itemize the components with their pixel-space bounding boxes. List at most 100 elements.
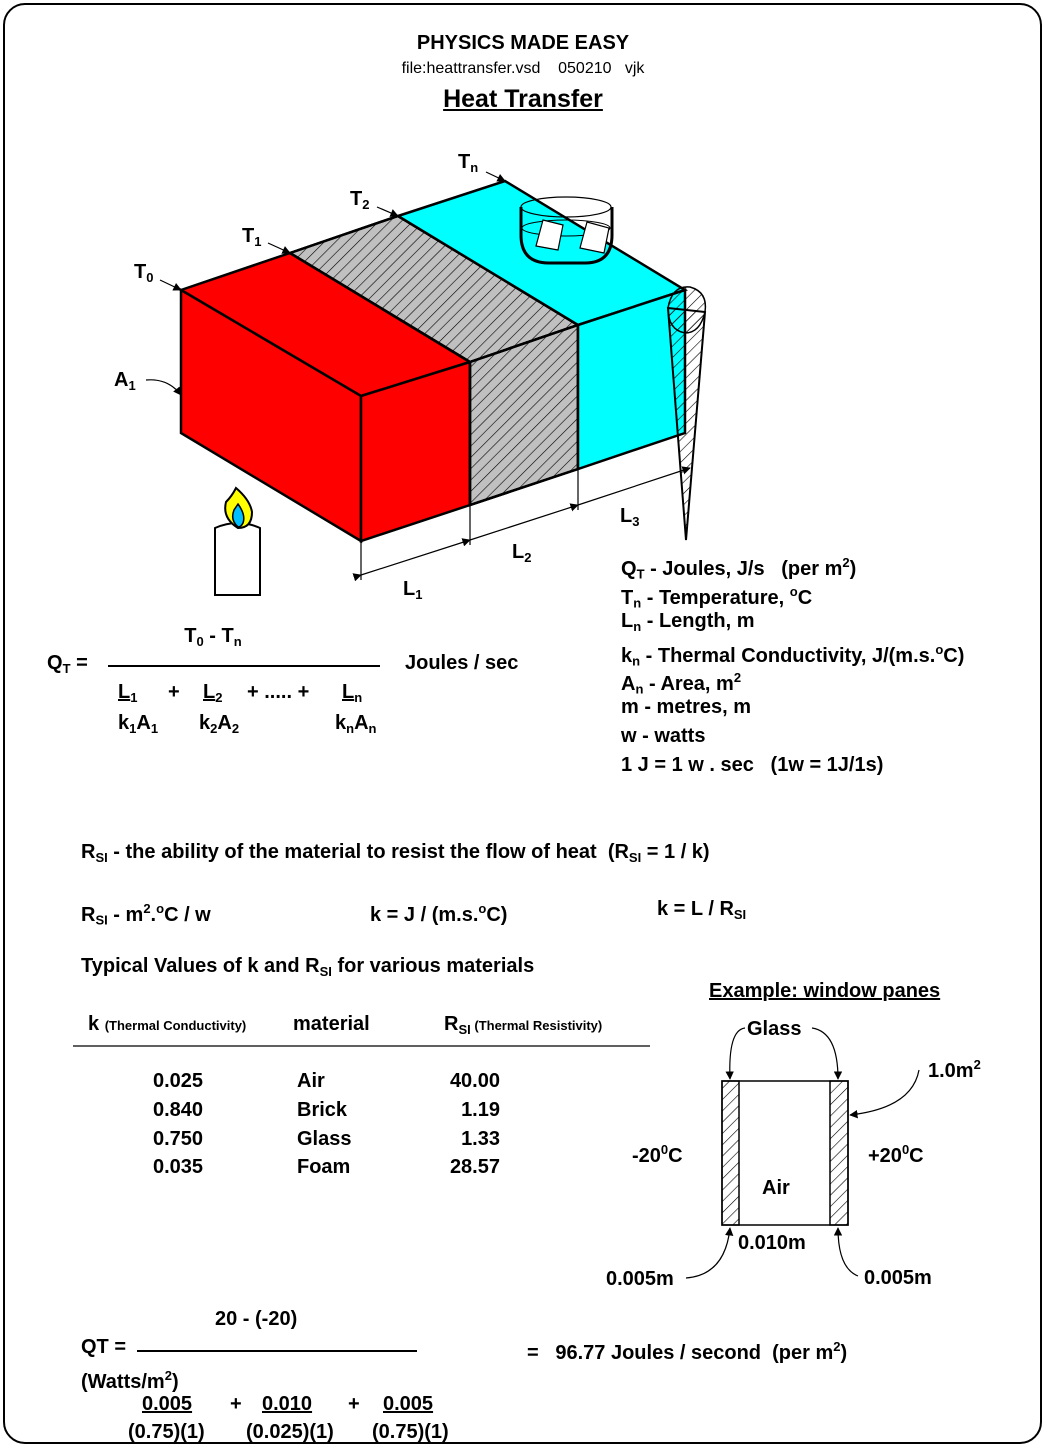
- text-segment: k = J / (m.s.: [370, 903, 479, 926]
- text-segment: =: [70, 652, 88, 674]
- calc-divisor: (0.75)(1): [372, 1421, 449, 1443]
- column-header-material: material: [293, 1012, 370, 1036]
- label-t0: T0: [134, 260, 153, 290]
- text-segment: - the ability of the material to resist …: [107, 841, 629, 863]
- text-segment: - Temperature,: [641, 586, 790, 609]
- legend-item: w - watts: [621, 724, 705, 748]
- rsi-units: RSI - m2.oC / w: [81, 897, 211, 933]
- text-segment: L: [203, 681, 216, 703]
- den-term: knAn: [335, 711, 376, 741]
- text-segment: T: [62, 660, 71, 676]
- text-segment: - T: [203, 625, 234, 647]
- dimension-lines: [352, 466, 691, 582]
- cell-material: Air: [297, 1070, 325, 1092]
- text-segment: - Joules, J/s (per m: [644, 557, 843, 580]
- rsi-definition: RSI - the ability of the material to res…: [81, 840, 710, 870]
- text-segment: ): [840, 1341, 848, 1364]
- legend-item: m - metres, m: [621, 695, 751, 719]
- text-segment: 2: [842, 555, 850, 570]
- text-segment: n: [632, 653, 641, 669]
- text-segment: A: [114, 369, 129, 391]
- hot-temp-label: +200C: [868, 1138, 924, 1168]
- pane-right-label: 0.005m: [864, 1267, 932, 1289]
- den-term: +: [168, 680, 180, 704]
- text-segment: A: [217, 712, 232, 734]
- text-segment: (Watts/m: [81, 1370, 165, 1393]
- text-segment: C / w: [164, 903, 211, 926]
- label-l2: L2: [512, 540, 531, 570]
- den-term: L2: [203, 680, 222, 710]
- den-term: Ln: [342, 680, 362, 710]
- layer-3-cyan: [395, 179, 688, 471]
- legend-item: QT - Joules, J/s (per m2): [621, 551, 856, 587]
- page-border: [3, 3, 1042, 1444]
- text-segment: = 96.77 Joules / second (per m: [527, 1341, 834, 1364]
- text-segment: k: [199, 712, 211, 734]
- text-segment: 2: [164, 1368, 172, 1383]
- cell-k: 0.035: [153, 1156, 204, 1178]
- text-segment: R: [444, 1013, 459, 1035]
- text-segment: (Thermal Conductivity): [104, 1018, 247, 1033]
- text-segment: 2: [231, 720, 240, 736]
- text-segment: SI: [733, 906, 747, 922]
- den-term: L1: [118, 680, 137, 710]
- text-segment: L: [118, 681, 131, 703]
- gap-label: 0.010m: [738, 1232, 806, 1254]
- text-segment: k: [335, 712, 347, 734]
- cone-icon: [666, 286, 707, 541]
- text-segment: L: [512, 541, 525, 563]
- text-segment: 1.0m: [928, 1059, 974, 1082]
- cell-k: 0.750: [153, 1128, 204, 1150]
- text-segment: +20: [868, 1144, 902, 1167]
- text-segment: 2: [833, 1339, 841, 1354]
- cell-k: 0.025: [153, 1070, 204, 1092]
- k-relation: k = L / RSI: [657, 897, 746, 927]
- text-segment: 0: [196, 633, 204, 649]
- calc-plus: +: [348, 1393, 360, 1415]
- cell-material: Foam: [297, 1156, 351, 1178]
- text-segment: - m: [107, 903, 144, 926]
- calc-numerator: 20 - (-20): [215, 1308, 298, 1330]
- text-segment: R: [81, 903, 96, 926]
- text-segment: SI: [95, 912, 108, 928]
- text-segment: C: [909, 1144, 924, 1167]
- text-segment: C): [943, 644, 965, 667]
- text-segment: SI: [319, 963, 332, 979]
- calc-divisor: (0.025)(1): [246, 1421, 334, 1443]
- cell-material: Brick: [297, 1099, 348, 1121]
- text-segment: n: [354, 689, 363, 705]
- text-segment: SI: [95, 849, 108, 865]
- text-segment: +: [168, 681, 180, 703]
- cell-rsi: 1.33: [461, 1128, 500, 1150]
- text-segment: L: [342, 681, 355, 703]
- area-label: 1.0m2: [928, 1053, 981, 1083]
- text-segment: k = L / R: [657, 898, 734, 920]
- text-segment: - Thermal Conductivity, J/(m.s.: [640, 644, 936, 667]
- text-segment: 2: [973, 1057, 981, 1072]
- text-segment: (Thermal Resistivity): [470, 1018, 603, 1033]
- text-segment: + ..... +: [247, 681, 310, 703]
- text-segment: n: [633, 618, 642, 634]
- cell-rsi: 40.00: [449, 1070, 500, 1092]
- text-segment: T: [636, 566, 645, 582]
- text-segment: .: [150, 903, 157, 926]
- layer-2-hatched: [287, 214, 581, 507]
- column-header-rsi: RSI (Thermal Resistivity): [444, 1012, 602, 1042]
- text-segment: Q: [47, 652, 63, 674]
- formula-numerator: T0 - Tn: [184, 624, 241, 654]
- text-segment: k: [118, 712, 130, 734]
- column-header-k: k (Thermal Conductivity): [88, 1012, 246, 1038]
- calc-divisor: (0.75)(1): [128, 1421, 205, 1443]
- formula-units: Joules / sec: [405, 652, 519, 674]
- text-segment: C: [797, 586, 813, 609]
- text-segment: 1 J = 1 w . sec (1w = 1J/1s): [621, 754, 884, 776]
- text-segment: = 1 / k): [641, 841, 710, 863]
- text-segment: L: [621, 610, 634, 632]
- page-heading: Heat Transfer: [443, 85, 603, 113]
- text-segment: R: [81, 841, 96, 863]
- text-segment: 1: [254, 233, 262, 249]
- text-segment: L: [403, 578, 416, 600]
- text-segment: ): [171, 1370, 179, 1393]
- text-segment: n: [633, 595, 642, 611]
- cell-material: Glass: [297, 1128, 352, 1150]
